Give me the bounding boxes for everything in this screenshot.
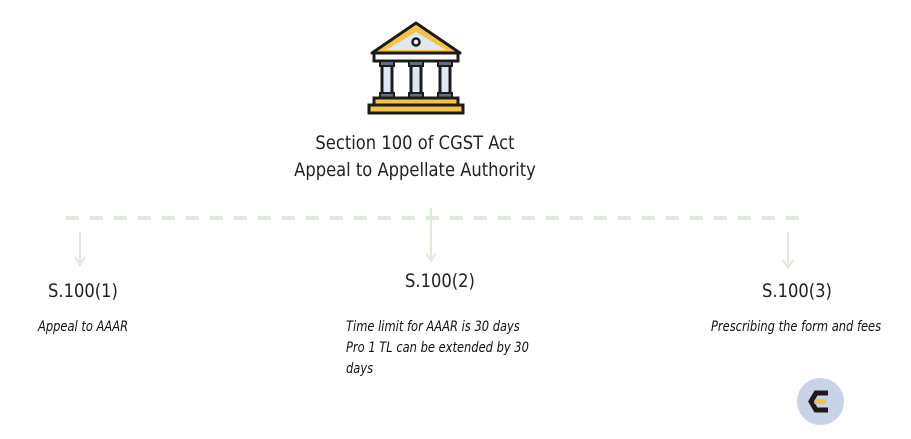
branch-2-line-3: days	[346, 361, 374, 377]
branch-description-2: Time limit for AAAR is 30 days Pro 1 TL …	[346, 317, 551, 380]
branch-3-line-1: Prescribing the form and fees	[711, 319, 882, 335]
branch-1-line-1: Appeal to AAAR	[38, 319, 129, 335]
arrowhead-left	[74, 256, 86, 267]
branch-heading-1: S.100(1)	[48, 280, 118, 302]
title-line-2: Appeal to Appellate Authority	[294, 159, 536, 181]
courthouse-icon	[367, 21, 465, 115]
brand-logo-icon	[808, 390, 828, 413]
brand-logo	[797, 378, 844, 425]
arrowhead-right	[782, 259, 794, 270]
branch-description-3: Prescribing the form and fees	[711, 317, 904, 338]
diagram-title: Section 100 of CGST Act Appeal to Appell…	[234, 130, 595, 184]
branch-2-line-1: Time limit for AAAR is 30 days	[346, 319, 520, 335]
branch-description-1: Appeal to AAAR	[38, 317, 202, 338]
arrowhead-center	[425, 252, 437, 263]
title-line-1: Section 100 of CGST Act	[315, 132, 515, 154]
branch-2-line-2: Pro 1 TL can be extended by 30	[346, 340, 529, 356]
branch-heading-2: S.100(2)	[405, 270, 475, 292]
branch-heading-3: S.100(3)	[762, 280, 832, 302]
